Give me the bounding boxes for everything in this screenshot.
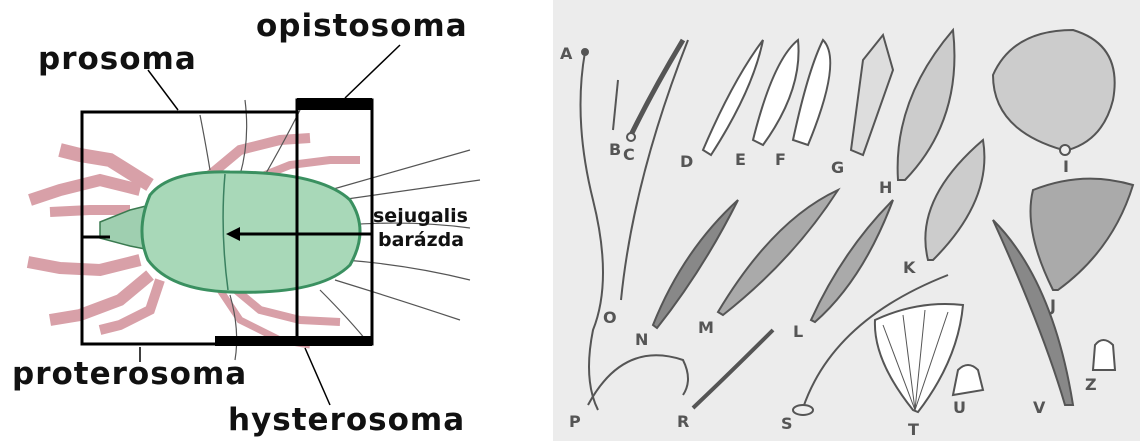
seta-label-O: O: [603, 308, 617, 327]
seta-label-H: H: [879, 178, 892, 197]
hysterosoma-bar: [215, 336, 372, 346]
seta-B: [613, 80, 618, 130]
seta-J: [1031, 179, 1134, 290]
setae-illustration: [553, 0, 1140, 441]
seta-label-D: D: [680, 152, 693, 171]
seta-L: [811, 200, 893, 322]
seta-C: [631, 40, 683, 135]
seta-label-T: T: [908, 420, 919, 439]
seta-label-N: N: [635, 330, 648, 349]
seta-A: [581, 52, 604, 410]
seta-label-P: P: [569, 412, 581, 431]
seta-R: [693, 330, 773, 408]
seta-label-B: B: [609, 140, 621, 159]
setae-types-panel: A B C D E F G H I J K L M N O P R S T U …: [553, 0, 1140, 441]
seta-label-S: S: [781, 414, 793, 433]
seta-M: [718, 190, 838, 315]
barazda-label: barázda: [378, 229, 464, 251]
seta-label-J: J: [1050, 296, 1056, 315]
seta-U: [953, 365, 983, 395]
prosoma-label: prosoma: [38, 41, 197, 77]
seta-P: [588, 355, 688, 405]
seta-H: [898, 30, 955, 180]
hysterosoma-label: hysterosoma: [228, 402, 465, 438]
mite-body: [142, 172, 360, 292]
seta-G: [851, 35, 893, 155]
seta-I: [993, 30, 1115, 150]
opistosoma-bar: [297, 98, 372, 110]
seta-label-M: M: [698, 318, 714, 337]
seta-label-E: E: [735, 150, 746, 169]
seta-label-C: C: [623, 145, 635, 164]
seta-label-L: L: [793, 322, 803, 341]
mite-diagram-panel: prosoma opistosoma proterosoma hysteroso…: [0, 0, 545, 441]
opistosoma-label: opistosoma: [256, 8, 468, 44]
seta-label-A: A: [560, 44, 572, 63]
proterosoma-label: proterosoma: [12, 356, 247, 392]
sejugalis-label: sejugalis: [373, 205, 468, 227]
seta-label-U: U: [953, 398, 966, 417]
seta-label-V: V: [1033, 398, 1045, 417]
seta-label-R: R: [677, 412, 689, 431]
seta-label-Z: Z: [1085, 375, 1097, 394]
seta-label-G: G: [831, 158, 844, 177]
seta-label-K: K: [903, 258, 915, 277]
seta-O: [621, 40, 688, 300]
seta-Z: [1093, 340, 1115, 370]
seta-label-F: F: [775, 150, 786, 169]
seta-label-I: I: [1063, 157, 1069, 176]
seta-T: [875, 304, 963, 412]
seta-K: [925, 140, 984, 260]
